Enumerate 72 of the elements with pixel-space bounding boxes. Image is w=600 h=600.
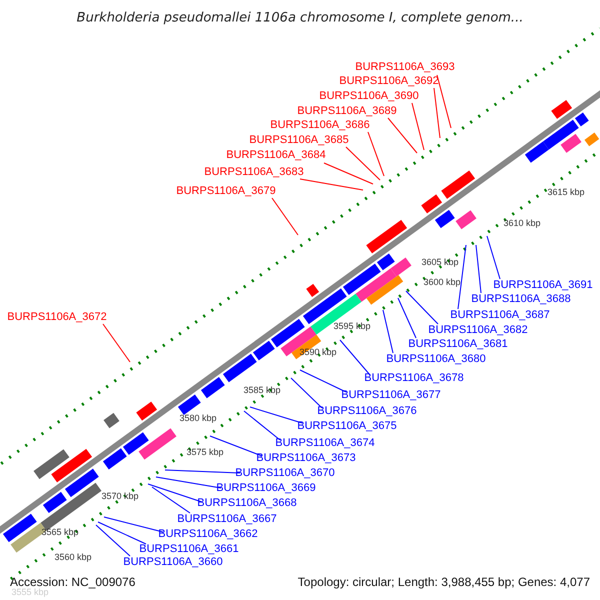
leader-line xyxy=(152,486,190,514)
leader-line xyxy=(164,470,240,474)
leader-line xyxy=(324,162,374,184)
scale-label: 3585 kbp xyxy=(243,385,281,395)
gene-label: BURPS1106A_3675 xyxy=(297,420,397,432)
leader-line xyxy=(398,298,416,338)
gene-label: BURPS1106A_3686 xyxy=(270,119,370,131)
scale-label: 3615 kbp xyxy=(547,187,585,197)
scale-label: 3610 kbp xyxy=(503,218,541,228)
leader-line xyxy=(436,74,452,128)
gene-label: BURPS1106A_3676 xyxy=(317,405,417,417)
leader-line xyxy=(148,484,202,502)
gene-label: BURPS1106A_3672 xyxy=(7,311,107,323)
gene-label: BURPS1106A_3660 xyxy=(123,556,223,568)
leader-line xyxy=(486,236,500,280)
leader-line xyxy=(102,324,130,362)
leader-line xyxy=(244,410,280,440)
scale-label: 3570 kbp xyxy=(101,491,139,501)
leader-line xyxy=(340,340,370,376)
scale-label: 3575 kbp xyxy=(186,447,224,457)
leader-line xyxy=(434,88,440,138)
leader-line xyxy=(104,516,164,532)
gene-label: BURPS1106A_3689 xyxy=(297,105,397,117)
gene-label: BURPS1106A_3674 xyxy=(275,437,375,449)
leader-line xyxy=(156,476,222,488)
scale-label: 3605 kbp xyxy=(421,257,459,267)
leader-line xyxy=(368,132,384,176)
gene-label: BURPS1106A_3685 xyxy=(249,134,349,146)
leader-line xyxy=(96,524,130,556)
scale-label: 3595 kbp xyxy=(333,321,371,331)
footer-text: Accession: NC_009076 xyxy=(10,575,136,589)
leader-line xyxy=(272,198,298,236)
gene-label: BURPS1106A_3669 xyxy=(216,482,316,494)
gene-label: BURPS1106A_3681 xyxy=(408,338,508,350)
gene-label: BURPS1106A_3673 xyxy=(256,452,356,464)
leader-line xyxy=(346,146,380,180)
gene-label: BURPS1106A_3693 xyxy=(355,61,455,73)
gene-label: BURPS1106A_3661 xyxy=(139,543,239,555)
gene-label: BURPS1106A_3682 xyxy=(428,324,528,336)
gene-label: BURPS1106A_3691 xyxy=(493,279,593,291)
leader-line xyxy=(98,522,146,544)
gene-label: BURPS1106A_3690 xyxy=(319,90,419,102)
scale-label: 3600 kbp xyxy=(423,277,461,287)
scale-label: 3560 kbp xyxy=(54,552,92,562)
scale-label: 3565 kbp xyxy=(41,527,79,537)
leader-line xyxy=(406,290,438,324)
leader-line xyxy=(290,378,322,408)
gene-label: BURPS1106A_3680 xyxy=(386,353,486,365)
scale-label: 3580 kbp xyxy=(179,413,217,423)
gene-label: BURPS1106A_3677 xyxy=(341,389,441,401)
gene-label: BURPS1106A_3692 xyxy=(339,75,439,87)
leader-line xyxy=(300,178,364,190)
leader-line xyxy=(300,370,346,392)
gene-label: BURPS1106A_3684 xyxy=(226,149,326,161)
gene-label: BURPS1106A_3678 xyxy=(364,372,464,384)
leader-line xyxy=(458,244,466,310)
leader-line xyxy=(210,436,262,456)
gene-label: BURPS1106A_3679 xyxy=(176,185,276,197)
gene-label: BURPS1106A_3683 xyxy=(204,166,304,178)
gene-label: BURPS1106A_3687 xyxy=(450,309,550,321)
gene-label: BURPS1106A_3667 xyxy=(177,513,277,525)
gene-label: BURPS1106A_3668 xyxy=(197,497,297,509)
gene-label: BURPS1106A_3670 xyxy=(235,467,335,479)
footer-text: Topology: circular; Length: 3,988,455 bp; Genes: 4,077 xyxy=(298,575,590,589)
leader-line xyxy=(250,406,302,424)
diagram-title: Burkholderia pseudomallei 1106a chromosome I, complete genom... xyxy=(76,10,524,26)
leader-line xyxy=(382,310,394,354)
leader-line xyxy=(388,118,418,154)
gene-label: BURPS1106A_3688 xyxy=(471,293,571,305)
leader-line xyxy=(476,244,482,294)
gene-label: BURPS1106A_3662 xyxy=(158,528,258,540)
leader-line xyxy=(412,102,424,150)
